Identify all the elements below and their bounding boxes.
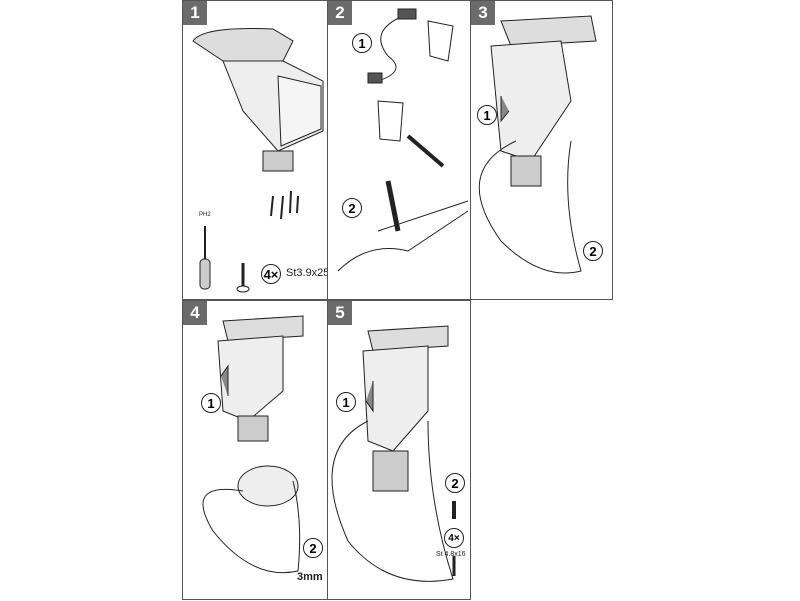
tool-label: PH2 bbox=[199, 212, 211, 218]
armrest-install-illustration bbox=[202, 315, 304, 574]
step-badge-1: 1 bbox=[201, 393, 221, 413]
step-badge-1: 1 bbox=[352, 33, 372, 53]
step-badge-2: 2 bbox=[445, 473, 465, 493]
step-panel-1: 1 PH2 4× St3.9x25 bbox=[182, 0, 330, 300]
step-badge-1: 1 bbox=[336, 392, 356, 412]
armrest-removal-illustration bbox=[478, 15, 597, 274]
cable-illustration bbox=[337, 8, 469, 272]
armrest-illustration bbox=[192, 28, 324, 293]
screw-spec: St3.9x25 bbox=[286, 267, 330, 279]
step-badge-2: 2 bbox=[583, 241, 603, 261]
quantity-badge: 4× bbox=[261, 264, 281, 284]
step-number: 5 bbox=[328, 301, 352, 325]
screw-spec: St 4.8x16 bbox=[436, 551, 466, 558]
step-number: 4 bbox=[183, 301, 207, 325]
screw-icon bbox=[236, 263, 250, 293]
step-panel-2: 2 1 2 bbox=[327, 0, 471, 300]
step-panel-5: 5 1 2 4× St 4.8x16 bbox=[327, 300, 471, 600]
quantity-badge: 4× bbox=[444, 528, 464, 548]
screwdriver-icon bbox=[199, 226, 211, 290]
hex-key-size: 3mm bbox=[297, 571, 323, 583]
armrest-fastening-illustration bbox=[331, 325, 456, 582]
step-badge-2: 2 bbox=[342, 198, 362, 218]
step-panel-4: 4 1 2 3mm bbox=[182, 300, 328, 600]
step-badge-1: 1 bbox=[477, 105, 497, 125]
step-number: 1 bbox=[183, 1, 207, 25]
step-number: 3 bbox=[471, 1, 495, 25]
step-badge-2: 2 bbox=[303, 538, 323, 558]
step-panel-3: 3 1 2 bbox=[470, 0, 613, 300]
step-number: 2 bbox=[328, 1, 352, 25]
